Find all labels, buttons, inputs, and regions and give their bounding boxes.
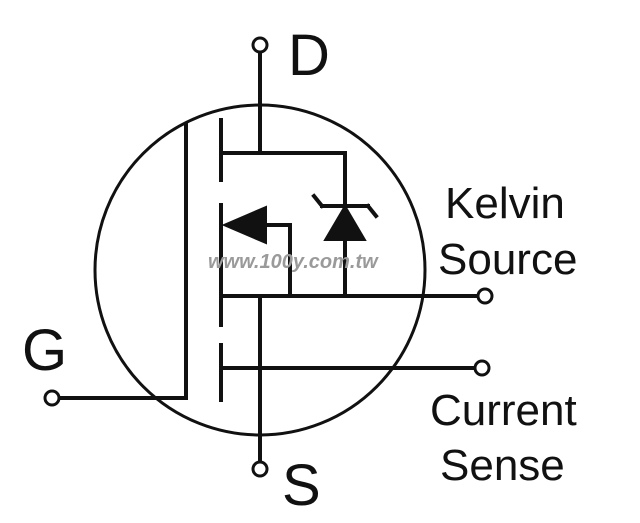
current-sense-terminal [473,359,491,377]
zener-diode-body [323,204,367,241]
drain-label: D [288,23,330,88]
drain-terminal [251,36,269,54]
current-sense-label-line2: Sense [440,441,565,490]
gate-terminal [43,389,61,407]
kelvin-source-label-line2: Source [438,235,577,284]
gate-label: G [22,318,67,383]
zener-bend-right [365,203,379,219]
current-sense-label-line1: Current [430,386,577,435]
body-arrow [221,205,267,245]
kelvin-source-label-line1: Kelvin [445,179,565,228]
source-label: S [282,453,321,518]
source-terminal [251,460,269,478]
kelvin-source-terminal [476,287,494,305]
zener-bend-left [311,193,325,209]
watermark: www.100y.com.tw [208,251,379,273]
